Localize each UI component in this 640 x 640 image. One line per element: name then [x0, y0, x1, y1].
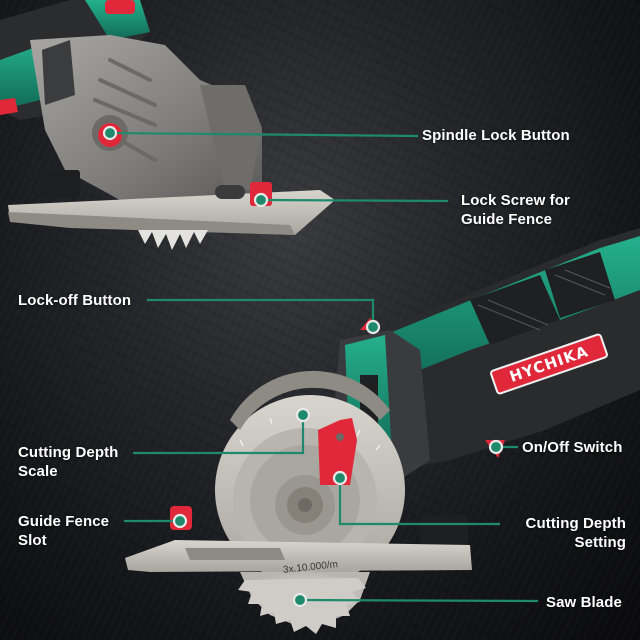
- label-line: Spindle Lock Button: [422, 127, 570, 144]
- leader-saw-blade: [299, 598, 539, 603]
- marker-spindle-lock: [102, 125, 118, 141]
- label-lock-off-button: Lock-off Button: [18, 291, 131, 310]
- label-cutting-depth-setting: Cutting Depth Setting: [526, 514, 626, 552]
- marker-fence-slot: [172, 513, 188, 529]
- marker-lock-off: [365, 319, 381, 335]
- label-on-off-switch: On/Off Switch: [522, 438, 622, 457]
- label-line: Saw Blade: [546, 594, 622, 611]
- label-line: Lock Screw for: [461, 192, 570, 209]
- marker-saw-blade: [292, 592, 308, 608]
- label-cutting-depth-scale: Cutting Depth Scale: [18, 443, 118, 481]
- leader-depth-scale: [133, 415, 305, 455]
- label-line: Cutting Depth: [18, 444, 119, 461]
- label-saw-blade: Saw Blade: [546, 593, 622, 612]
- marker-on-off: [488, 439, 504, 455]
- bottom-saw: [125, 228, 640, 634]
- label-spindle-lock-button: Spindle Lock Button: [422, 126, 570, 145]
- leader-lock-screw: [260, 198, 449, 203]
- markers: [102, 125, 504, 608]
- label-line: Cutting Depth: [525, 515, 626, 532]
- label-line: Lock-off Button: [18, 292, 132, 309]
- label-line: Guide Fence: [461, 211, 553, 228]
- leader-spindle-lock: [109, 131, 419, 138]
- marker-lock-screw: [253, 192, 269, 208]
- label-line: Scale: [18, 463, 58, 480]
- leader-depth-setting: [338, 478, 500, 526]
- marker-depth-scale: [295, 407, 311, 423]
- label-lock-screw-guide-fence: Lock Screw for Guide Fence: [461, 191, 570, 229]
- label-guide-fence-slot: Guide Fence Slot: [18, 512, 109, 550]
- top-saw: [0, 0, 335, 250]
- label-line: On/Off Switch: [522, 439, 623, 456]
- leader-lines: [109, 131, 539, 603]
- label-line: Setting: [574, 534, 626, 551]
- label-line: Slot: [18, 532, 47, 549]
- leader-lock-off: [147, 298, 375, 327]
- marker-depth-setting: [332, 470, 348, 486]
- label-line: Guide Fence: [18, 513, 110, 530]
